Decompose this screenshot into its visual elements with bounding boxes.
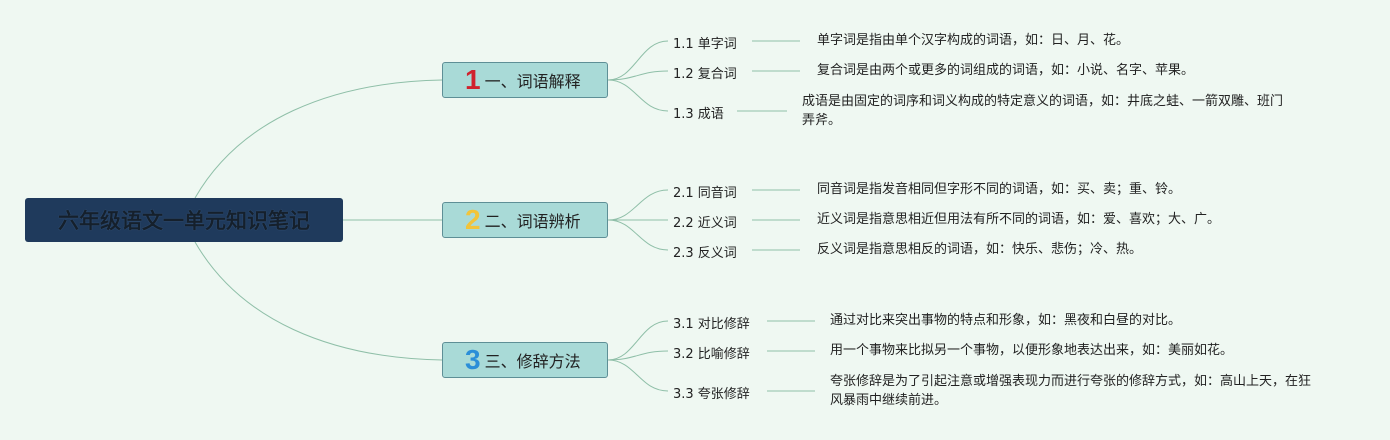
branch-number-2: 2 — [465, 204, 481, 235]
branch-number-1: 1 — [465, 64, 481, 95]
branch-node-2[interactable]: 2 二、词语辨析 — [442, 202, 608, 238]
desc-3-3: 夸张修辞是为了引起注意或增强表现力而进行夸张的修辞方式，如：高山上天，在狂风暴雨… — [830, 374, 1312, 408]
connector-branch-3-leaf-1 — [607, 320, 669, 361]
leaf-3-1[interactable]: 3.1 对比修辞 — [673, 317, 750, 332]
leaf-2-3[interactable]: 2.3 反义词 — [673, 246, 737, 261]
leaf-2-1[interactable]: 2.1 同音词 — [673, 186, 737, 201]
desc-2-2: 近义词是指意思相近但用法有所不同的词语，如：爱、喜欢；大、广。 — [817, 212, 1221, 227]
root-title: 六年级语文一单元知识笔记 — [58, 209, 310, 233]
desc-2-1: 同音词是指发音相同但字形不同的词语，如：买、卖；重、铃。 — [817, 182, 1182, 197]
desc-1-1: 单字词是指由单个汉字构成的词语，如：日、月、花。 — [817, 33, 1130, 48]
branch-label-2: 二、词语辨析 — [484, 212, 581, 231]
desc-3-2: 用一个事物来比拟另一个事物，以便形象地表达出来，如：美丽如花。 — [830, 343, 1234, 358]
branch-node-1[interactable]: 1 一、词语解释 — [442, 62, 608, 98]
connector-branch-2-leaf-1 — [607, 189, 669, 221]
leaf-3-2[interactable]: 3.2 比喻修辞 — [673, 347, 750, 362]
root-node[interactable]: 六年级语文一单元知识笔记 — [25, 198, 343, 242]
leaf-1-1[interactable]: 1.1 单字词 — [673, 37, 737, 52]
desc-1-2: 复合词是由两个或更多的词组成的词语，如：小说、名字、苹果。 — [817, 63, 1195, 78]
connector-root-branch-1 — [194, 79, 443, 199]
desc-1-3: 成语是由固定的词序和词义构成的特定意义的词语，如：井底之蛙、一箭双雕、班门弄斧。 — [802, 94, 1284, 128]
desc-3-1: 通过对比来突出事物的特点和形象，如：黑夜和白昼的对比。 — [830, 313, 1182, 328]
branch-label-3: 三、修辞方法 — [484, 352, 581, 371]
branch-node-3[interactable]: 3 三、修辞方法 — [442, 342, 608, 378]
leaf-2-2[interactable]: 2.2 近义词 — [673, 216, 737, 231]
connector-branch-1-leaf-2 — [607, 70, 669, 81]
connector-branch-1-leaf-1 — [607, 40, 669, 81]
connector-branch-2-leaf-3 — [607, 219, 669, 251]
connector-root-branch-3 — [194, 241, 443, 361]
branch-number-3: 3 — [465, 344, 481, 375]
leaf-1-3[interactable]: 1.3 成语 — [673, 107, 724, 122]
desc-2-3: 反义词是指意思相反的词语，如：快乐、悲伤；冷、热。 — [817, 242, 1143, 257]
connector-branch-3-leaf-3 — [607, 359, 669, 392]
branch-label-1: 一、词语解释 — [484, 72, 581, 91]
leaf-3-3[interactable]: 3.3 夸张修辞 — [673, 387, 750, 402]
connector-branch-1-leaf-3 — [607, 79, 669, 112]
leaf-1-2[interactable]: 1.2 复合词 — [673, 67, 737, 82]
connector-branch-3-leaf-2 — [607, 350, 669, 361]
